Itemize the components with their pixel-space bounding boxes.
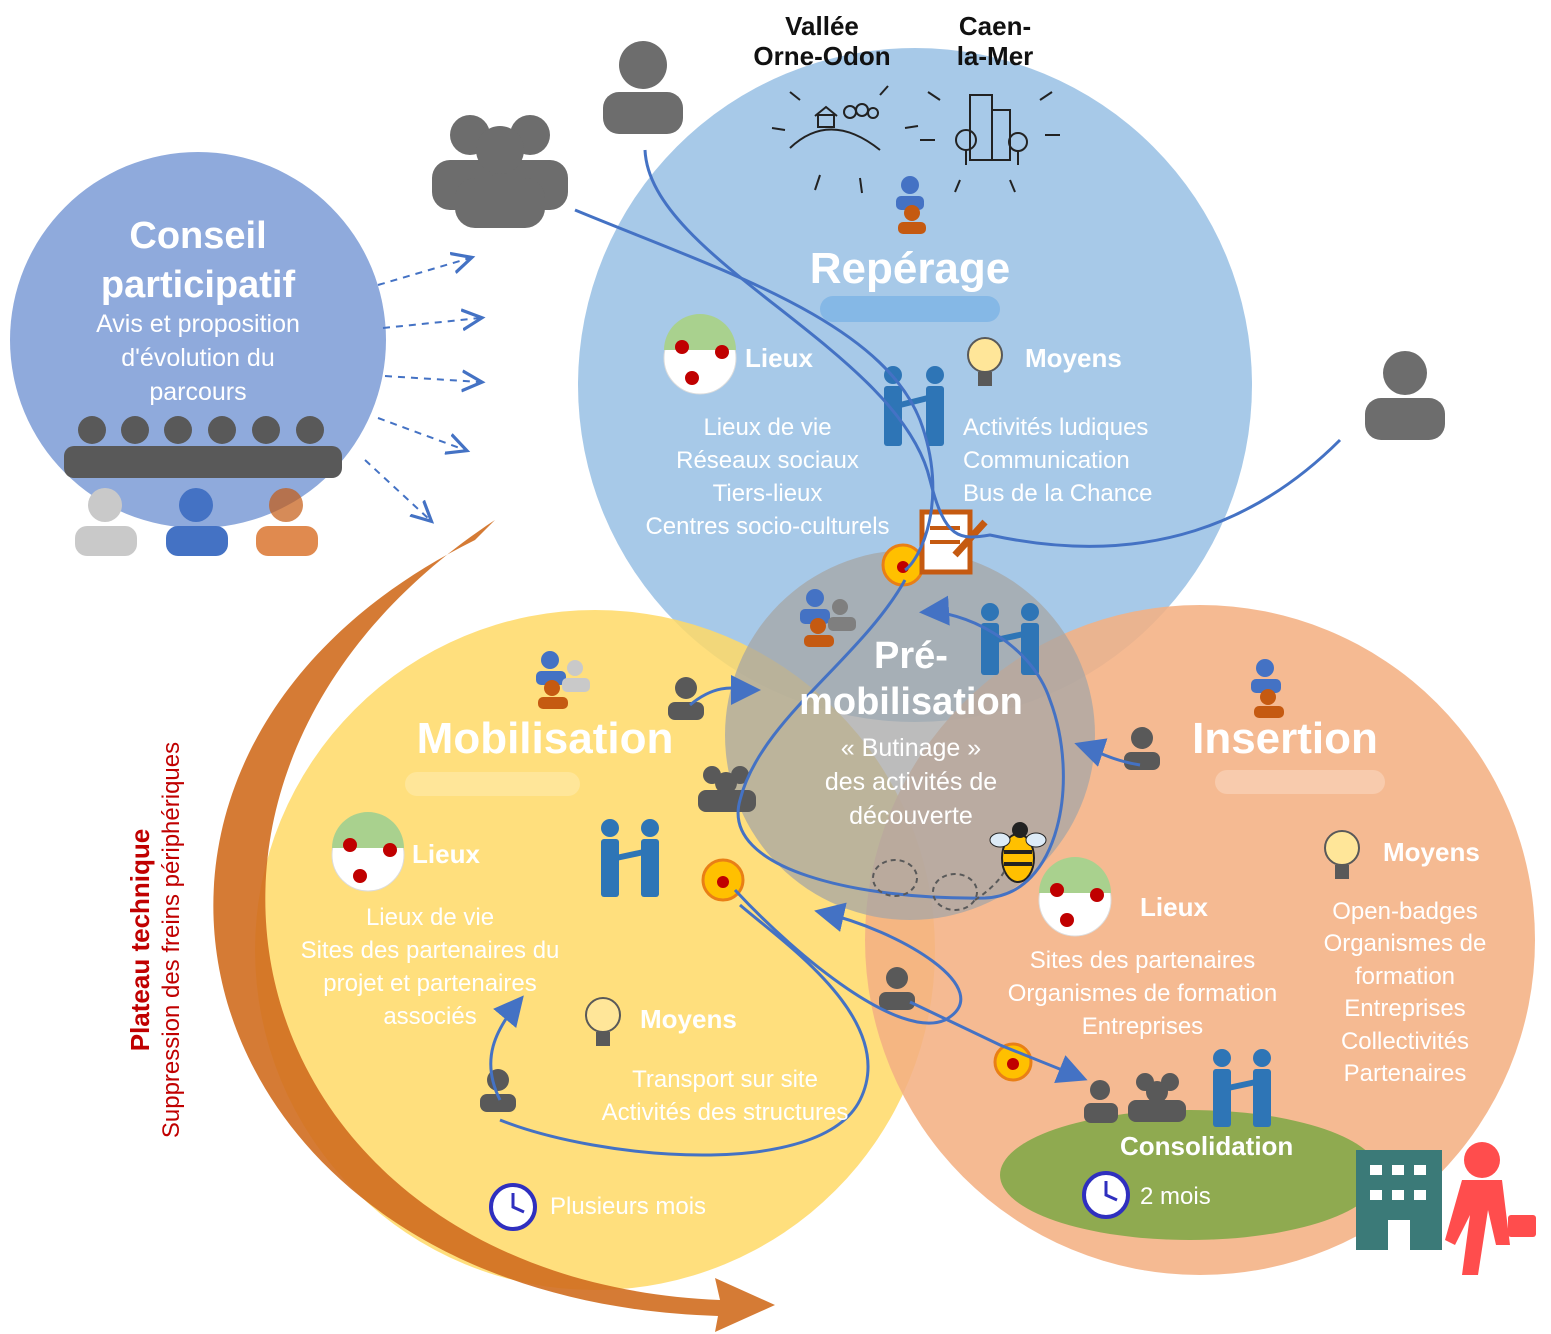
mobilisation-lieu: Sites des partenaires du — [300, 936, 560, 964]
insertion-moyen: Open-badges — [1332, 898, 1478, 925]
reperage-moyens-list: Activités ludiques Communication Bus de … — [963, 412, 1152, 511]
group-people-icon — [432, 115, 568, 228]
insertion-moyens-list: Open-badges Organismes de formation Entr… — [1305, 896, 1505, 1090]
mobilisation-moyens-list: Transport sur site Activités des structu… — [575, 1064, 875, 1130]
reperage-lieu: Tiers-lieux — [712, 479, 823, 507]
reperage-bar — [820, 296, 1000, 322]
worker-briefcase-icon — [1445, 1142, 1536, 1275]
village-sketch-icon — [771, 85, 919, 194]
reperage-title: Repérage — [809, 244, 1011, 293]
council-members-icon — [75, 488, 318, 556]
insertion-lieux-list: Sites des partenaires Organismes de form… — [985, 945, 1300, 1044]
map-location-icon — [331, 314, 1112, 937]
small-people-reperage-icon — [896, 176, 926, 234]
insertion-moyen: Organismes de — [1323, 930, 1487, 958]
consolidation-ellipse — [1000, 1110, 1380, 1240]
conseil-desc-line2: d'évolution du — [121, 343, 275, 372]
insertion-lieu: Sites des partenaires — [1029, 947, 1256, 974]
territory-caen-line2: la-Mer — [956, 40, 1034, 71]
handshake-icon — [601, 366, 1271, 1127]
council-table-icon — [64, 416, 342, 478]
mobilisation-duration: Plusieurs mois — [550, 1193, 707, 1220]
plateau-subtitle: Suppression des freins périphériques — [157, 741, 185, 1139]
insertion-moyen: formation — [1354, 962, 1456, 990]
premob-desc-line1: « Butinage » — [840, 734, 982, 762]
conseil-title-line2: participatif — [100, 264, 296, 307]
consolidation-duration: 2 mois — [1140, 1183, 1211, 1210]
reperage-lieu: Lieux de vie — [703, 414, 832, 441]
bee-trail — [872, 859, 1006, 911]
reperage-lieux-list: Lieux de vie Réseaux sociaux Tiers-lieux… — [615, 412, 920, 544]
reperage-lieux-label: Lieux — [745, 343, 813, 373]
insertion-bar — [1215, 770, 1385, 794]
conseil-desc-line1: Avis et proposition — [96, 310, 300, 338]
mobilisation-bar — [405, 772, 580, 796]
medal-icon — [701, 543, 1033, 1082]
lightbulb-icon — [585, 337, 1360, 1046]
clock-icon — [489, 1171, 1130, 1231]
bee-icon — [989, 822, 1047, 883]
mobilisation-moyen: Activités des structures — [601, 1098, 849, 1126]
person-right-icon — [1365, 351, 1445, 440]
small-people-mobilisation-icon — [536, 651, 590, 709]
reperage-moyen: Bus de la Chance — [963, 479, 1153, 507]
mobilisation-moyens-label: Moyens — [640, 1004, 737, 1034]
territory-caen-line1: Caen- — [958, 11, 1032, 41]
reperage-moyen: Communication — [963, 446, 1130, 474]
insertion-lieux-label: Lieux — [1140, 892, 1208, 922]
conseil-title-line1: Conseil — [129, 215, 267, 257]
premob-title-line1: Pré- — [874, 635, 948, 677]
mobilisation-lieu: Lieux de vie — [365, 904, 495, 931]
insertion-moyen: Entreprises — [1344, 995, 1466, 1023]
premob-title: Pré- mobilisation — [780, 634, 1042, 725]
document-pen-icon — [919, 509, 988, 575]
premob-desc: « Butinage » des activités de découverte — [780, 732, 1042, 833]
conseil-title: Conseil participatif — [48, 212, 348, 311]
conseil-dashed-arrows — [364, 258, 480, 520]
journey-paths — [489, 149, 1342, 1157]
small-people-insertion-icon — [1251, 659, 1284, 718]
person-icon — [480, 677, 1160, 1123]
premob-desc-line2: des activités de — [824, 767, 998, 796]
territory-vallee-line1: Vallée — [785, 11, 859, 41]
territory-vallee: Vallée Orne-Odon — [742, 11, 902, 72]
premob-desc-line3: découverte — [849, 801, 973, 830]
insertion-moyen: Partenaires — [1343, 1059, 1467, 1087]
mobilisation-lieu: associés — [383, 1002, 477, 1030]
reperage-moyen: Activités ludiques — [963, 414, 1149, 441]
insertion-moyen: Collectivités — [1340, 1027, 1470, 1055]
conseil-desc-line3: parcours — [149, 377, 247, 406]
person-top-icon — [603, 41, 683, 134]
reperage-moyens-label: Moyens — [1025, 343, 1122, 373]
mobilisation-title: Mobilisation — [416, 714, 674, 763]
mobilisation-moyen: Transport sur site — [632, 1066, 818, 1093]
building-icon — [1356, 1150, 1442, 1250]
insertion-moyens-label: Moyens — [1383, 837, 1480, 867]
territory-vallee-line2: Orne-Odon — [753, 40, 891, 71]
plateau-title: Plateau technique — [124, 828, 155, 1052]
reperage-lieu: Centres socio-culturels — [645, 512, 890, 540]
mobilisation-lieux-label: Lieux — [412, 839, 480, 869]
insertion-title: Insertion — [1192, 714, 1378, 763]
reperage-circle — [578, 48, 1252, 722]
reperage-lieu: Réseaux sociaux — [676, 446, 859, 474]
consolidation-title: Consolidation — [1120, 1131, 1294, 1161]
city-sketch-icon — [920, 91, 1060, 193]
insertion-lieu: Organismes de formation — [1007, 979, 1278, 1007]
mobilisation-lieu: projet et partenaires — [323, 969, 537, 997]
conseil-desc: Avis et proposition d'évolution du parco… — [48, 308, 348, 409]
premob-title-line2: mobilisation — [799, 680, 1023, 723]
small-people-premob-icon — [800, 589, 856, 647]
mobilisation-lieux-list: Lieux de vie Sites des partenaires du pr… — [270, 902, 590, 1034]
insertion-lieu: Entreprises — [1081, 1012, 1204, 1040]
territory-caen: Caen- la-Mer — [940, 11, 1050, 72]
